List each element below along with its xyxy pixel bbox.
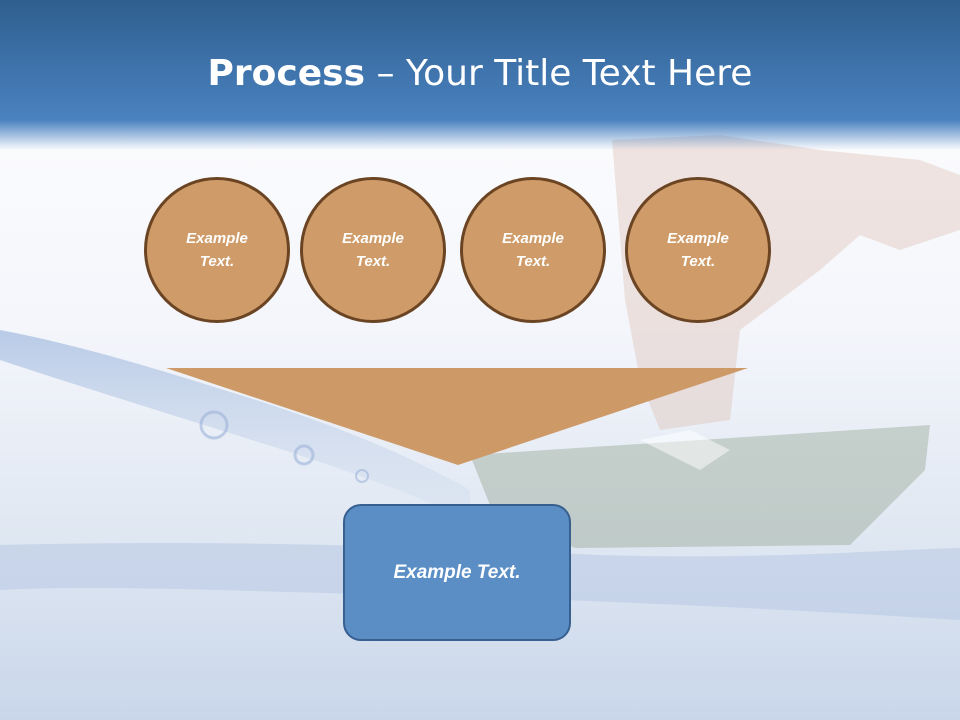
result-box: Example Text.: [343, 504, 571, 641]
title-bold-part: Process: [207, 53, 366, 94]
step-circle-4: Example Text.: [625, 177, 771, 323]
title-rest-part: – Your Title Text Here: [365, 53, 753, 94]
step-label: Example Text.: [667, 230, 729, 270]
step-label: Example Text.: [342, 230, 404, 270]
step-circle-2: Example Text.: [300, 177, 446, 323]
paper-boat-shape: [470, 425, 930, 548]
step-label: Example Text.: [186, 230, 248, 270]
slide-title: Process – Your Title Text Here: [0, 52, 960, 96]
water-splash-shape: [0, 330, 470, 520]
header-band: [0, 0, 960, 150]
step-label: Example Text.: [502, 230, 564, 270]
step-circle-1: Example Text.: [144, 177, 290, 323]
step-circle-3: Example Text.: [460, 177, 606, 323]
result-label: Example Text.: [393, 561, 521, 583]
water-drop-shape: [199, 410, 229, 440]
